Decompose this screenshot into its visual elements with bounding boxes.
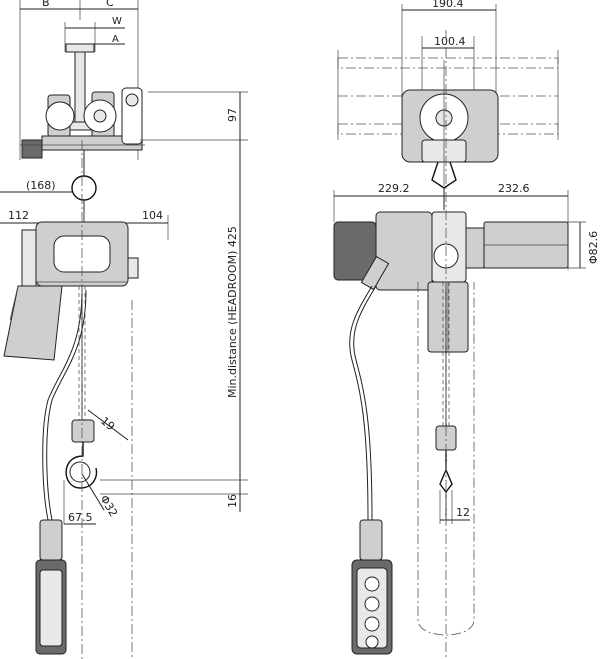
chain-loop-outline	[417, 282, 475, 636]
label-19: 19	[98, 414, 117, 433]
right-view: 190.4 100.4	[333, 0, 600, 659]
label-168: (168)	[26, 179, 56, 192]
dim-phi82-6: Φ82.6	[568, 221, 600, 269]
left-view: B C W A	[0, 0, 248, 659]
label-112: 112	[8, 209, 29, 222]
dim-headroom: Min.distance (HEADROOM) 425	[100, 140, 248, 495]
pendant-left	[35, 519, 67, 655]
label-phi82-6: Φ82.6	[587, 231, 600, 264]
hoist-body	[21, 221, 139, 287]
dim-190-4: 190.4	[401, 0, 497, 96]
label-100-4: 100.4	[434, 35, 466, 48]
label-67-5: 67.5	[68, 511, 93, 524]
dim-100-4: 100.4	[421, 35, 475, 96]
label-phi32: Φ32	[97, 493, 120, 519]
trolley-front	[401, 60, 499, 186]
dim-168: (168)	[0, 179, 72, 193]
label-16: 16	[226, 494, 239, 508]
label-97: 97	[226, 108, 239, 122]
label-b: B	[42, 0, 50, 9]
pendant-cable-right	[349, 255, 390, 521]
label-232-6: 232.6	[498, 182, 530, 195]
label-a: A	[112, 34, 119, 45]
hanger-hook	[431, 161, 457, 210]
dim-12: 12	[439, 490, 470, 524]
label-12: 12	[456, 506, 470, 519]
hoist-body-front	[333, 211, 569, 291]
label-190-4: 190.4	[432, 0, 464, 10]
pendant-cable-left	[42, 289, 87, 521]
label-229-2: 229.2	[378, 182, 410, 195]
dim-b-c: B C W A	[19, 0, 139, 160]
dim-16: 16	[226, 480, 241, 512]
pendant-right	[351, 519, 393, 655]
chain-bag	[3, 285, 63, 361]
dim-229-2: 229.2	[333, 182, 444, 222]
bottom-hook-left	[65, 419, 98, 489]
label-104: 104	[142, 209, 163, 222]
label-c: C	[106, 0, 114, 9]
label-headroom: Min.distance (HEADROOM) 425	[226, 226, 239, 398]
label-w: W	[112, 16, 122, 27]
dim-97: 97	[140, 91, 248, 141]
chain-bag-front	[427, 281, 469, 353]
trolley	[20, 87, 145, 159]
dim-67-5: 67.5	[63, 480, 96, 525]
